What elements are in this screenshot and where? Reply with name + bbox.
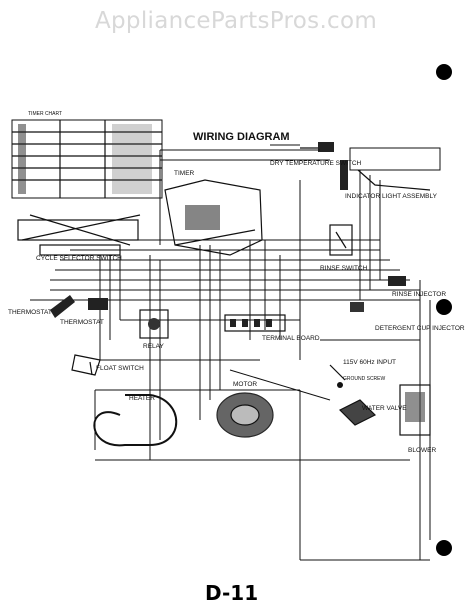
label-terminal-board: TERMINAL BOARD <box>262 335 320 342</box>
hole-punch-middle <box>436 299 452 315</box>
diagram-title: WIRING DIAGRAM <box>193 131 290 143</box>
label-cycle-selector-switch: CYCLE SELECTOR SWITCH <box>36 255 122 262</box>
blower <box>399 384 431 436</box>
water-valve <box>338 399 377 426</box>
page-number: D-11 <box>205 581 259 605</box>
label-rinse-switch: RINSE SWITCH <box>320 265 368 272</box>
label-blower: BLOWER <box>408 447 436 454</box>
hole-punch-top <box>436 64 452 80</box>
label-heater: HEATER <box>129 395 155 402</box>
label-rinse-injector: RINSE INJECTOR <box>392 291 446 298</box>
timer-chart-heading: TIMER CHART <box>28 111 62 117</box>
label-detergent-cup-injector: DETERGENT CUP INJECTOR <box>375 325 465 332</box>
wiring-diagram: TIMER CHART WIRING DIAGRAM TIMER DRY TEM… <box>0 40 475 600</box>
thermostat-left <box>50 295 75 318</box>
label-relay: RELAY <box>143 343 164 350</box>
wiring-harness <box>30 144 431 561</box>
wiring-diagram-svg: TIMER CHART WIRING DIAGRAM TIMER DRY TEM… <box>8 111 465 561</box>
rinse-injector <box>388 276 406 286</box>
label-timer: TIMER <box>174 170 195 177</box>
label-voltage-input: 115V 60Hz INPUT <box>343 359 396 366</box>
timer-chart <box>11 119 163 199</box>
label-float-switch: FLOAT SWITCH <box>96 365 144 372</box>
label-water-valve: WATER VALVE <box>362 405 407 412</box>
label-indicator-light-assembly: INDICATOR LIGHT ASSEMBLY <box>345 193 438 200</box>
detergent-cup-injector <box>350 302 364 312</box>
voltage-input <box>329 364 346 388</box>
float-switch <box>71 354 101 376</box>
label-dry-temperature-switch: DRY TEMPERATURE SWITCH <box>270 160 362 167</box>
label-thermostat: THERMOSTAT <box>60 319 104 326</box>
label-thermostat-left: THERMOSTAT <box>8 309 52 316</box>
label-motor: MOTOR <box>233 381 257 388</box>
label-ground-screw: GROUND SCREW <box>343 376 386 382</box>
thermostat-component <box>88 298 108 310</box>
dry-temperature-switch <box>300 142 334 152</box>
hole-punch-bottom <box>436 540 452 556</box>
heater <box>93 394 178 447</box>
site-watermark-title: AppliancePartsPros.com <box>95 8 378 34</box>
terminal-board <box>224 314 286 332</box>
cycle-selector-switch <box>17 214 141 256</box>
motor <box>216 392 274 438</box>
timer <box>164 179 263 256</box>
indicator-light-assembly <box>340 147 441 191</box>
site-header: AppliancePartsPros.com <box>0 0 475 40</box>
relay <box>139 309 169 339</box>
